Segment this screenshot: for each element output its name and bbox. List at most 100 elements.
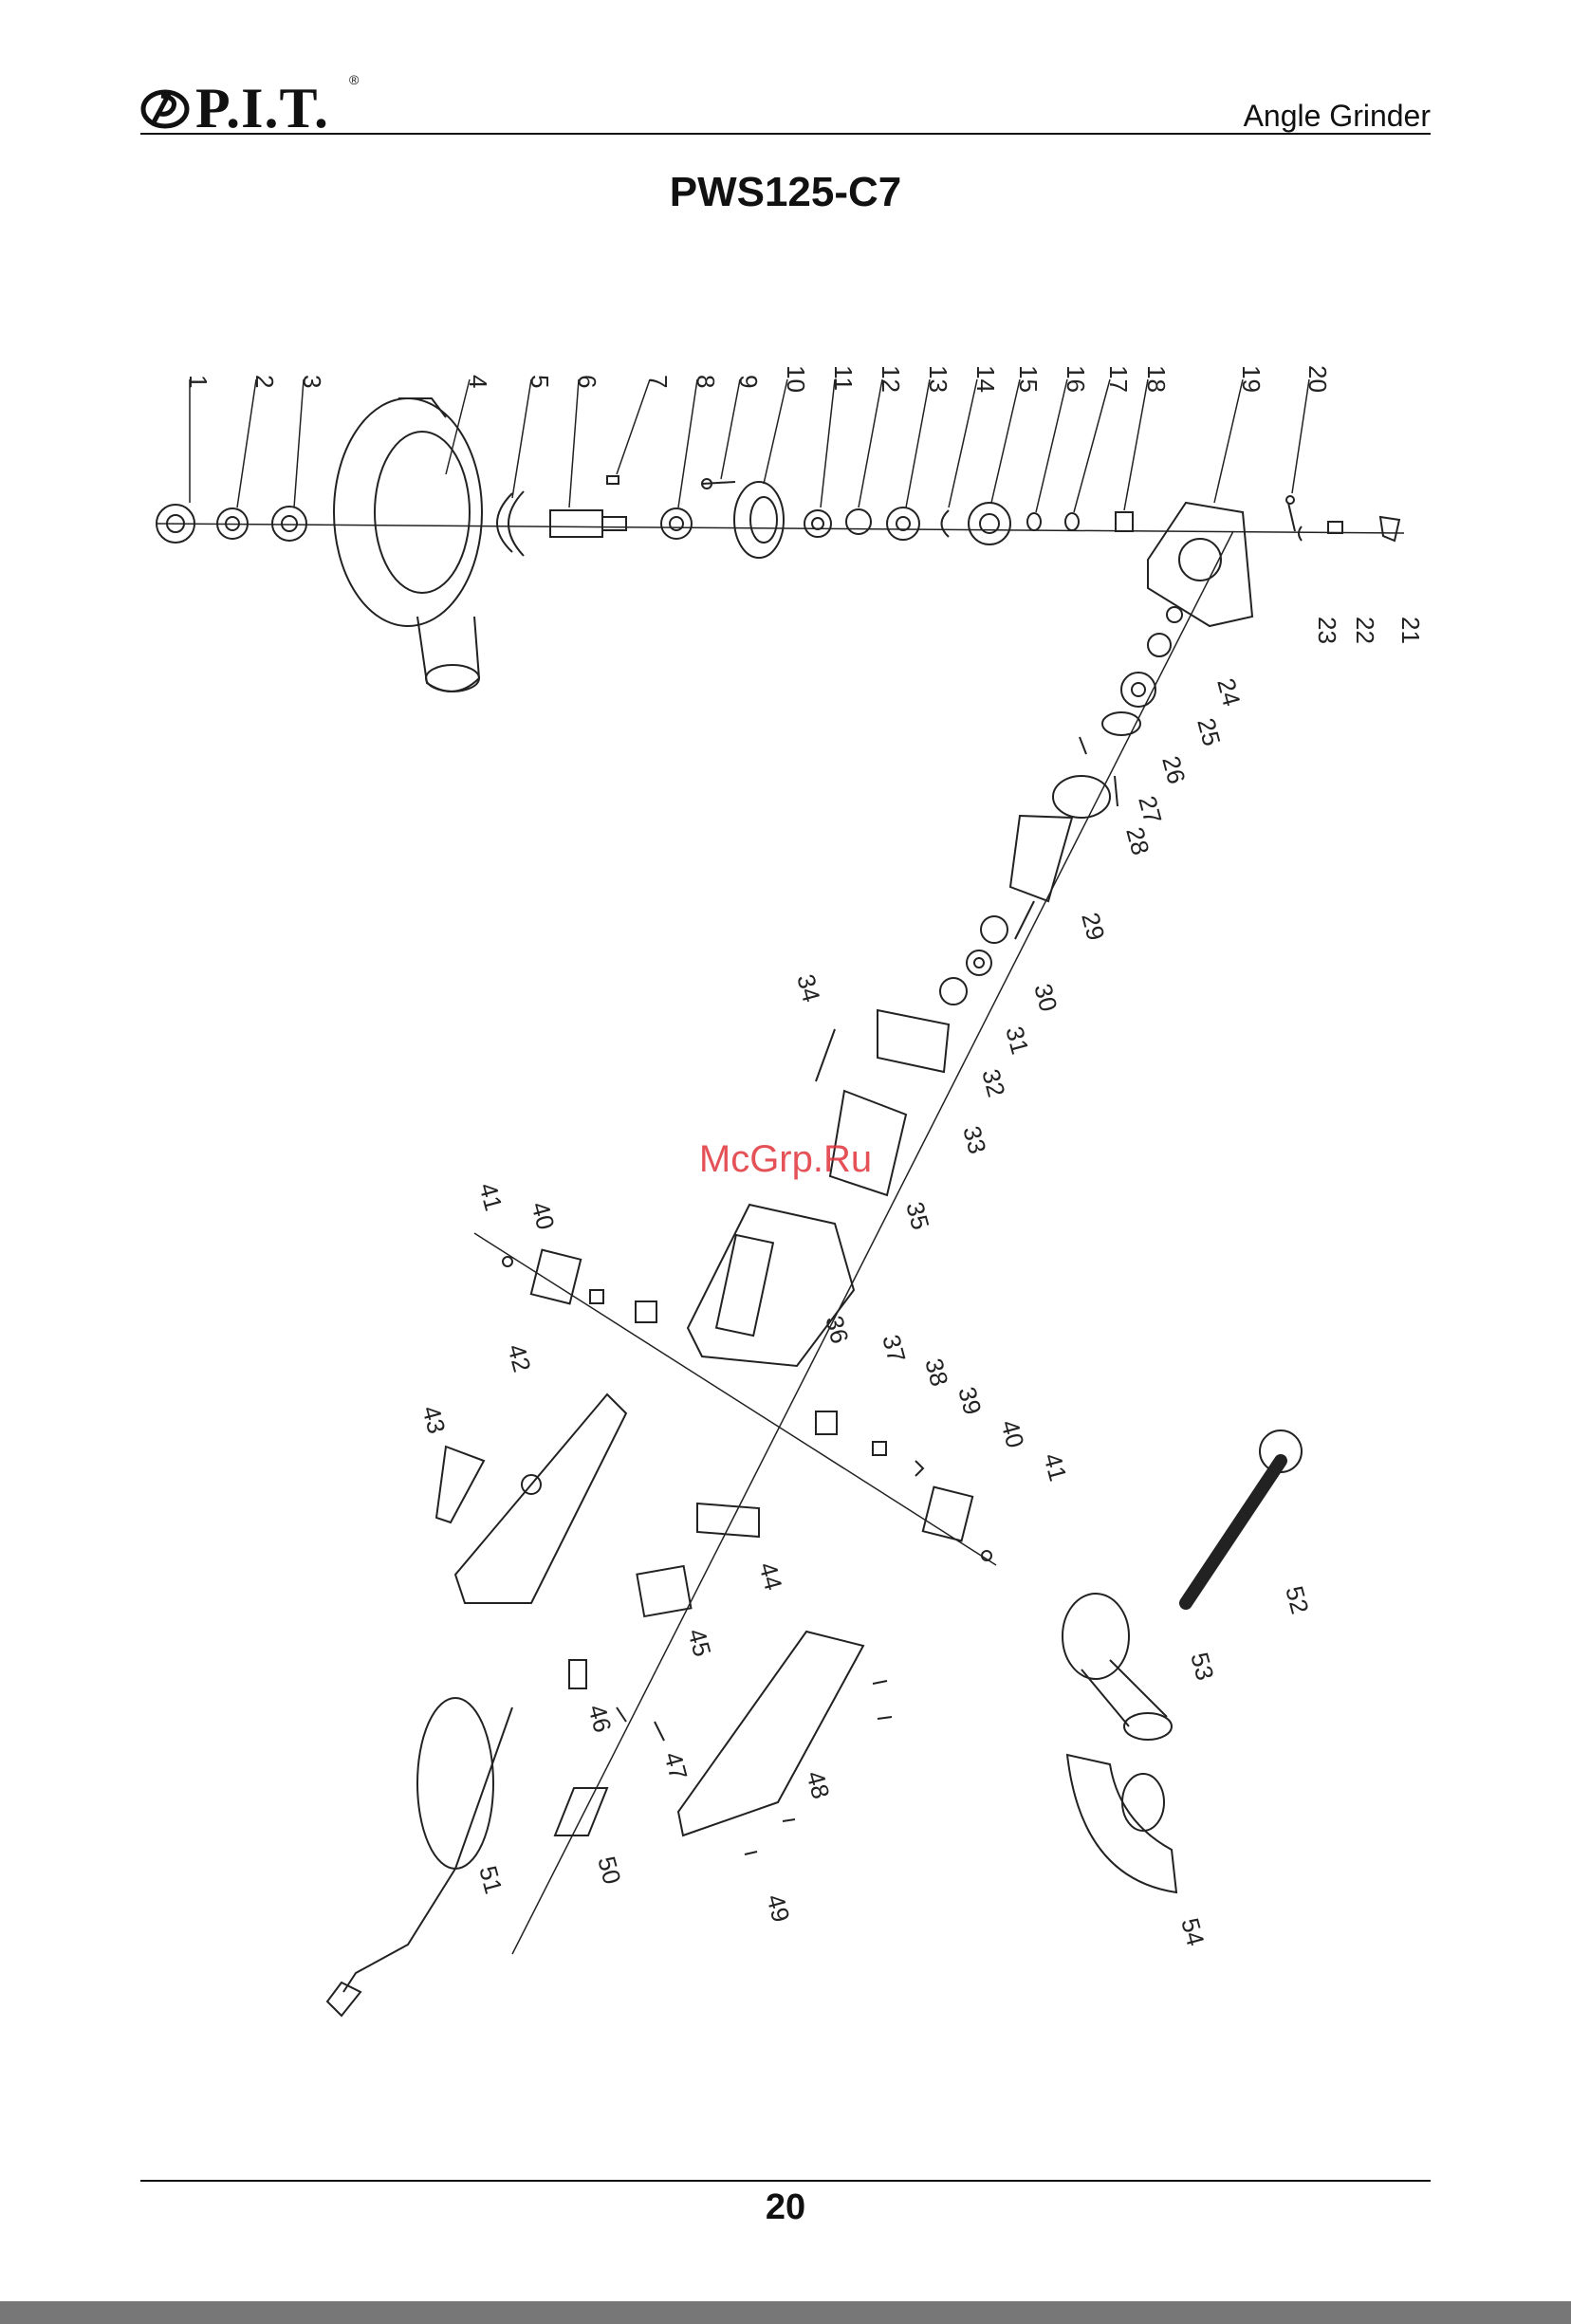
- part-brush-cap-b: [816, 1411, 837, 1434]
- part-washer-c: [1299, 526, 1302, 541]
- part-bearing-a: [272, 507, 306, 541]
- part-bearing-d: [1121, 673, 1155, 707]
- label-46: 46: [582, 1702, 617, 1736]
- label-20: 20: [1303, 365, 1332, 393]
- part-spindle: [550, 510, 626, 537]
- label-28: 28: [1120, 824, 1155, 858]
- label-4: 4: [464, 375, 492, 388]
- part-screw-g: [745, 1681, 892, 1854]
- part-dust-guard: [334, 398, 482, 692]
- part-air-guide: [878, 1010, 949, 1072]
- label-26: 26: [1156, 753, 1191, 787]
- part-needle-bearing: [1116, 512, 1133, 531]
- part-power-cord: [327, 1698, 512, 2016]
- part-washer-a: [804, 510, 831, 537]
- part-carbon-brush-b: [873, 1442, 886, 1455]
- label-27: 27: [1133, 793, 1167, 827]
- part-long-screw: [816, 1029, 835, 1081]
- label-24: 24: [1211, 675, 1246, 710]
- label-48: 48: [801, 1768, 835, 1802]
- label-7: 7: [644, 375, 673, 388]
- part-washer-b: [846, 509, 871, 534]
- label-8: 8: [692, 375, 720, 388]
- page-number: 20: [0, 2187, 1571, 2228]
- label-45: 45: [682, 1626, 716, 1660]
- label-52: 52: [1280, 1583, 1314, 1617]
- part-bearing-e: [981, 916, 1007, 943]
- label-47: 47: [658, 1749, 693, 1783]
- label-21: 21: [1396, 617, 1425, 644]
- label-40-right: 40: [995, 1417, 1029, 1451]
- part-bearing-plate: [1102, 712, 1140, 735]
- part-spring-b: [915, 1461, 923, 1476]
- diagonal-assembly-axis: [512, 531, 1233, 1954]
- part-wheel-guard: [1067, 1755, 1176, 1892]
- label-14: 14: [971, 365, 1000, 393]
- part-switch-slider: [697, 1503, 759, 1537]
- label-5: 5: [526, 375, 554, 388]
- part-bearing-sleeve: [940, 978, 967, 1005]
- label-39: 39: [952, 1384, 987, 1418]
- part-small-gear: [1167, 607, 1182, 622]
- label-53: 53: [1185, 1650, 1219, 1684]
- label-18: 18: [1142, 365, 1171, 393]
- footer-rule: [140, 2180, 1431, 2182]
- label-32: 32: [976, 1066, 1010, 1100]
- leader-lines: [190, 379, 1309, 512]
- label-11: 11: [829, 365, 858, 391]
- label-10: 10: [782, 365, 810, 393]
- part-brush-holder-b: [923, 1487, 972, 1541]
- label-12: 12: [877, 365, 905, 393]
- label-35: 35: [900, 1199, 934, 1233]
- label-29: 29: [1076, 910, 1110, 944]
- part-brush-cap-a: [636, 1301, 656, 1322]
- part-screw-b: [1286, 496, 1295, 531]
- part-ring-small-b: [1065, 513, 1079, 530]
- part-spring: [1328, 522, 1342, 533]
- part-lock-button: [1380, 517, 1399, 541]
- label-15: 15: [1014, 365, 1043, 393]
- label-54: 54: [1175, 1915, 1210, 1949]
- label-2: 2: [250, 375, 279, 388]
- label-22: 22: [1351, 617, 1379, 644]
- label-38: 38: [919, 1356, 953, 1390]
- label-31: 31: [1000, 1024, 1034, 1058]
- label-40-left: 40: [526, 1199, 560, 1233]
- part-pinion: [1148, 634, 1171, 656]
- part-circlip: [942, 510, 950, 537]
- bottom-band: [0, 2301, 1571, 2324]
- label-19: 19: [1237, 365, 1266, 393]
- label-30: 30: [1028, 981, 1063, 1015]
- label-50: 50: [592, 1854, 626, 1888]
- part-rear-handle-lower: [678, 1632, 863, 1835]
- part-cable-clamp: [555, 1788, 607, 1835]
- label-41-left: 41: [473, 1180, 508, 1214]
- part-screw-d: [503, 1257, 512, 1266]
- label-51: 51: [473, 1863, 508, 1897]
- label-1: 1: [184, 375, 213, 388]
- label-44: 44: [753, 1559, 787, 1594]
- label-6: 6: [573, 375, 601, 388]
- part-bearing-f: [967, 950, 991, 975]
- part-key: [607, 476, 619, 484]
- part-ring-small-a: [1027, 513, 1041, 530]
- label-3: 3: [298, 375, 326, 388]
- part-bearing-b: [661, 508, 692, 539]
- label-43: 43: [416, 1403, 451, 1437]
- part-bearing-c: [887, 507, 919, 540]
- part-gear-housing-cover: [734, 482, 784, 558]
- label-37: 37: [877, 1332, 911, 1366]
- label-17: 17: [1104, 365, 1133, 393]
- label-49: 49: [761, 1891, 795, 1926]
- part-ring: [497, 491, 524, 556]
- label-25: 25: [1192, 715, 1226, 749]
- part-big-gear: [969, 503, 1010, 544]
- label-42: 42: [502, 1341, 536, 1375]
- part-switch: [637, 1566, 691, 1616]
- label-16: 16: [1062, 365, 1090, 393]
- label-36: 36: [820, 1313, 854, 1347]
- part-screw-a: [702, 479, 735, 489]
- label-13: 13: [924, 365, 952, 393]
- label-41-right: 41: [1038, 1450, 1072, 1485]
- part-carbon-brush-a: [590, 1290, 603, 1303]
